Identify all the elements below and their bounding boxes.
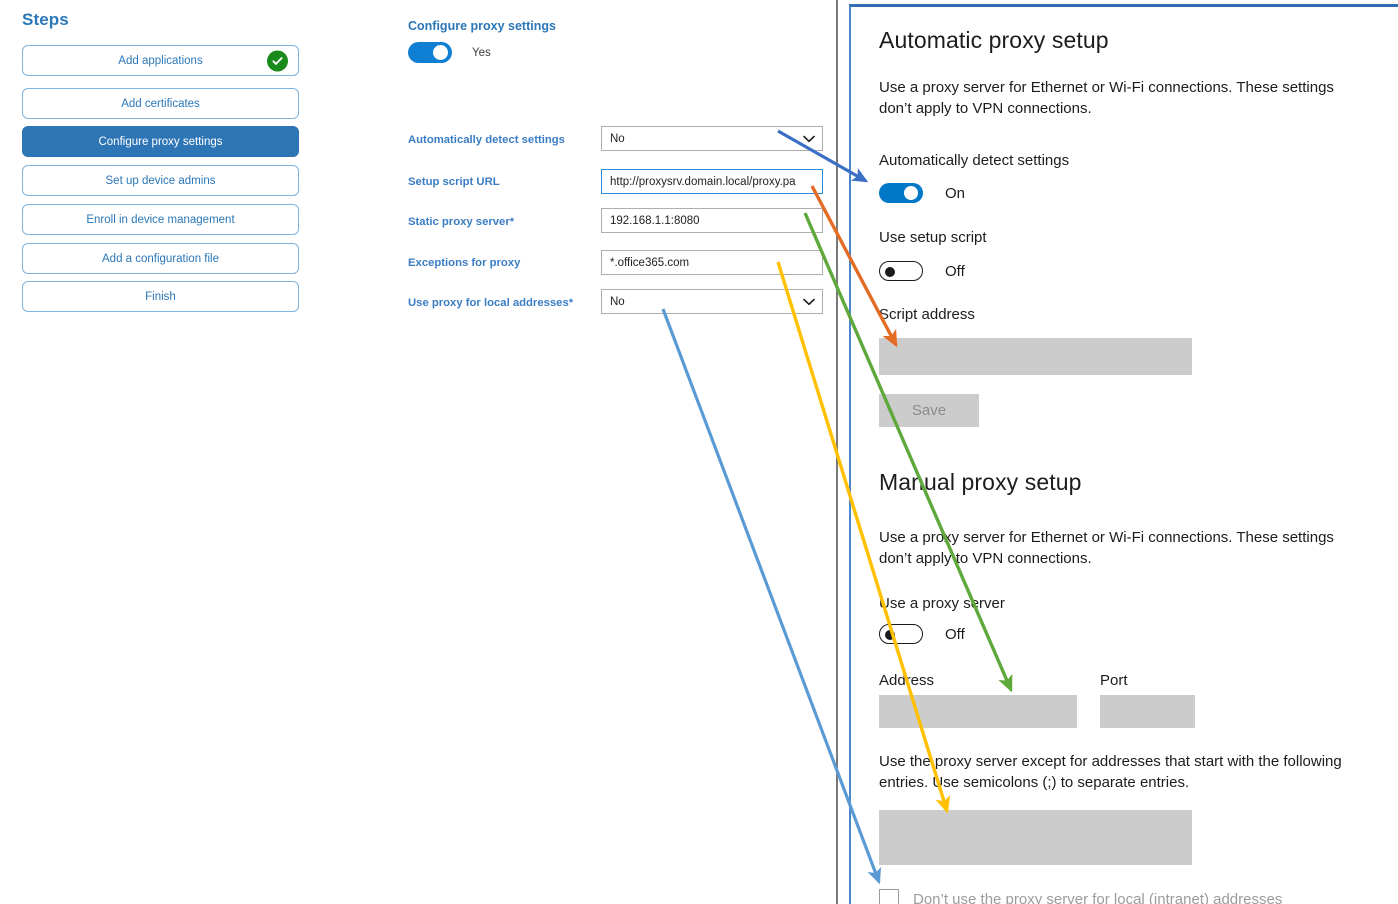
port-input[interactable] xyxy=(1100,695,1195,728)
label-text: Setup script URL xyxy=(408,176,500,188)
input-setup-script-url[interactable]: http://proxysrv.domain.local/proxy.pa xyxy=(601,169,823,194)
step-label: Add certificates xyxy=(121,97,200,110)
use-a-proxy-server-toggle[interactable] xyxy=(879,624,923,644)
label-use-proxy-for-local-addresses: Use proxy for local addresses* xyxy=(408,297,573,309)
required-marker: * xyxy=(568,297,574,309)
configure-proxy-form: Configure proxy settings Yes Automatical… xyxy=(330,0,836,904)
select-value: No xyxy=(610,295,625,308)
toggle-knob xyxy=(433,45,448,60)
bypass-local-addresses-checkbox[interactable] xyxy=(879,889,899,904)
panel-divider xyxy=(836,0,838,904)
use-setup-script-toggle[interactable] xyxy=(879,261,923,281)
step-label: Add a configuration file xyxy=(102,252,219,265)
use-a-proxy-server-label: Use a proxy server xyxy=(879,595,1005,612)
port-label: Port xyxy=(1100,672,1128,689)
select-value: No xyxy=(610,132,625,145)
steps-panel: Steps Add applications Add certificates … xyxy=(0,0,330,904)
label-static-proxy-server: Static proxy server* xyxy=(408,216,514,228)
toggle-knob xyxy=(885,266,895,277)
label-automatically-detect-settings: Automatically detect settings xyxy=(408,134,565,146)
label-text: Use proxy for local addresses xyxy=(408,297,569,309)
check-circle-icon xyxy=(267,50,288,71)
chevron-down-icon xyxy=(803,297,815,307)
step-label: Enroll in device management xyxy=(86,213,235,226)
bypass-local-addresses-label: Don’t use the proxy server for local (in… xyxy=(913,890,1283,904)
label-setup-script-url: Setup script URL xyxy=(408,176,500,188)
step-add-a-configuration-file[interactable]: Add a configuration file xyxy=(22,243,299,274)
step-enroll-in-device-management[interactable]: Enroll in device management xyxy=(22,204,299,235)
automatically-detect-settings-label: Automatically detect settings xyxy=(879,152,1070,169)
form-title: Configure proxy settings xyxy=(408,19,556,33)
exceptions-description: Use the proxy server except for addresse… xyxy=(879,753,1342,792)
use-a-proxy-server-row: Off xyxy=(879,624,965,644)
label-text: Static proxy server xyxy=(408,216,510,228)
step-add-certificates[interactable]: Add certificates xyxy=(22,88,299,119)
automatic-proxy-setup-heading: Automatic proxy setup xyxy=(879,27,1109,53)
use-a-proxy-server-state: Off xyxy=(945,625,965,643)
step-finish[interactable]: Finish xyxy=(22,281,299,312)
use-setup-script-state: Off xyxy=(945,262,965,280)
use-setup-script-label: Use setup script xyxy=(879,229,987,246)
bypass-local-addresses-row[interactable]: Don’t use the proxy server for local (in… xyxy=(879,889,1282,904)
enable-proxy-toggle[interactable] xyxy=(408,42,452,63)
manual-proxy-setup-heading: Manual proxy setup xyxy=(879,469,1082,495)
address-input[interactable] xyxy=(879,695,1077,728)
step-label: Set up device admins xyxy=(105,174,216,187)
label-text: Exceptions for proxy xyxy=(408,257,521,269)
input-value: *.office365.com xyxy=(610,256,690,269)
step-label: Finish xyxy=(145,290,176,303)
automatically-detect-settings-row: On xyxy=(879,183,965,203)
label-exceptions-for-proxy: Exceptions for proxy xyxy=(408,257,520,269)
automatic-proxy-setup-description: Use a proxy server for Ethernet or Wi-Fi… xyxy=(879,79,1334,118)
use-setup-script-row: Off xyxy=(879,261,965,281)
script-address-label: Script address xyxy=(879,306,975,323)
steps-title: Steps xyxy=(22,10,69,29)
automatically-detect-settings-toggle[interactable] xyxy=(879,183,923,203)
toggle-knob xyxy=(885,629,895,640)
label-text: Automatically detect settings xyxy=(408,134,565,146)
chevron-down-icon xyxy=(803,134,815,144)
enable-proxy-toggle-row: Yes xyxy=(408,42,491,63)
step-set-up-device-admins[interactable]: Set up device admins xyxy=(22,165,299,196)
address-label: Address xyxy=(879,672,935,689)
step-add-applications[interactable]: Add applications xyxy=(22,45,299,76)
automatically-detect-settings-state: On xyxy=(945,184,966,202)
input-static-proxy-server[interactable]: 192.168.1.1:8080 xyxy=(601,208,823,233)
manual-proxy-setup-description: Use a proxy server for Ethernet or Wi-Fi… xyxy=(879,529,1334,568)
windows-proxy-settings-panel: Automatic proxy setup Use a proxy server… xyxy=(849,4,1398,904)
enable-proxy-toggle-label: Yes xyxy=(472,46,491,59)
step-label: Add applications xyxy=(118,54,203,67)
input-exceptions-for-proxy[interactable]: *.office365.com xyxy=(601,250,823,275)
save-button[interactable]: Save xyxy=(879,394,979,427)
select-automatically-detect-settings[interactable]: No xyxy=(601,126,823,151)
step-label: Configure proxy settings xyxy=(98,135,223,148)
step-configure-proxy-settings[interactable]: Configure proxy settings xyxy=(22,126,299,157)
required-marker: * xyxy=(509,216,515,228)
input-value: 192.168.1.1:8080 xyxy=(610,214,700,227)
exceptions-input[interactable] xyxy=(879,810,1192,865)
toggle-knob xyxy=(904,186,918,200)
script-address-input[interactable] xyxy=(879,338,1192,375)
select-use-proxy-for-local-addresses[interactable]: No xyxy=(601,289,823,314)
input-value: http://proxysrv.domain.local/proxy.pa xyxy=(610,175,796,188)
